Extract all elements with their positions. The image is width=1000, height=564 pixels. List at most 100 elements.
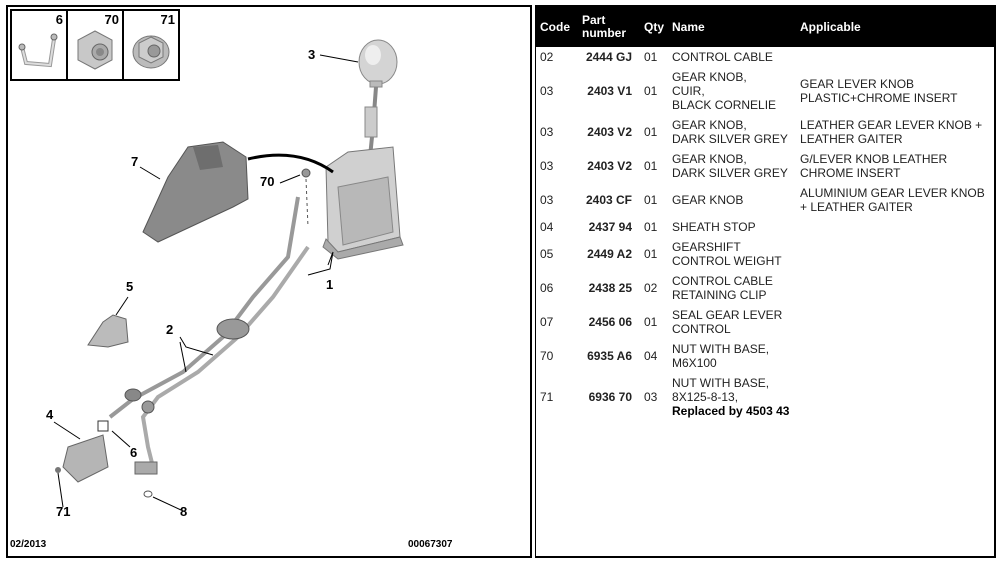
cell-qty: 01 — [644, 159, 658, 173]
header-part-number: Part number — [582, 13, 627, 40]
callout-6[interactable]: 6 — [130, 445, 138, 460]
cell-code: 71 — [540, 390, 554, 404]
name-line: DARK SILVER GREY — [672, 132, 788, 146]
thumbnail-71[interactable]: 71 — [124, 11, 178, 79]
cell-qty: 01 — [644, 220, 658, 234]
name-line: RETAINING CLIP — [672, 288, 767, 302]
name-line: DARK SILVER GREY — [672, 166, 788, 180]
table-row[interactable]: 71 6936 70 03 NUT WITH BASE,8X125-8-13,Repl… — [536, 373, 994, 421]
cell-part-number: 2437 94 — [588, 220, 632, 234]
name-line: CUIR, — [672, 84, 705, 98]
cell-qty: 01 — [644, 50, 658, 64]
cell-applicable — [796, 217, 994, 237]
callout-1[interactable]: 1 — [326, 277, 334, 292]
gear-lever-seal-part[interactable] — [142, 141, 249, 243]
name-line: GEAR KNOB, — [672, 70, 747, 84]
cell-applicable: ALUMINIUM GEAR LEVER KNOB + LEATHER GAIT… — [800, 186, 985, 214]
cell-code: 06 — [540, 281, 554, 295]
cell-code: 03 — [540, 125, 554, 139]
callout-71[interactable]: 71 — [56, 504, 71, 519]
callout-2[interactable]: 2 — [166, 322, 174, 337]
clip-icon — [18, 33, 58, 68]
cell-code: 07 — [540, 315, 554, 329]
replaced-by-note: Replaced by 4503 43 — [672, 404, 790, 418]
cell-name: GEAR KNOB — [668, 183, 796, 217]
cell-code: 03 — [540, 193, 554, 207]
cell-part-number: 2438 25 — [588, 281, 632, 295]
cell-code: 03 — [540, 159, 554, 173]
cell-applicable: GEAR LEVER KNOB PLASTIC+CHROME INSERT — [800, 77, 958, 105]
cell-applicable: G/LEVER KNOB LEATHER CHROME INSERT — [800, 152, 948, 180]
thumbnail-number: 71 — [160, 12, 175, 27]
name-line: NUT WITH BASE, — [672, 376, 770, 390]
name-line: CONTROL WEIGHT — [672, 254, 782, 268]
cell-part-number: 2449 A2 — [587, 247, 632, 261]
cell-applicable — [796, 339, 994, 373]
name-line: 8X125-8-13, — [672, 390, 739, 404]
thumbnail-70[interactable]: 70 — [68, 11, 124, 79]
cell-applicable — [796, 47, 994, 67]
name-line: GEAR KNOB, — [672, 152, 747, 166]
cell-part-number: 2444 GJ — [585, 50, 632, 64]
cell-applicable — [796, 237, 994, 271]
cell-applicable — [796, 373, 994, 421]
nut-icon — [77, 30, 113, 70]
table-row[interactable]: 03 2403 V2 01 GEAR KNOB,DARK SILVER GREY G/L… — [536, 149, 994, 183]
cell-name: SHEATH STOP — [668, 217, 796, 237]
cell-applicable — [796, 305, 994, 339]
table-header-row: Code Part number Qty Name Applicable — [536, 7, 994, 47]
cell-qty: 01 — [644, 125, 658, 139]
callout-8[interactable]: 8 — [180, 504, 188, 519]
cell-name: GEAR KNOB,DARK SILVER GREY — [668, 115, 796, 149]
callout-4[interactable]: 4 — [46, 407, 54, 422]
name-line: SEAL GEAR LEVER — [672, 308, 783, 322]
gear-lever-housing[interactable] — [322, 146, 404, 260]
cell-part-number: 2403 V1 — [587, 84, 632, 98]
diagram-reference: 00067307 — [408, 539, 453, 550]
header-code: Code — [540, 19, 570, 34]
gearshift-control-weight-part[interactable] — [87, 314, 129, 348]
cell-qty: 01 — [644, 193, 658, 207]
name-line: BLACK CORNELIE — [672, 98, 777, 112]
gear-knob-part[interactable] — [358, 39, 398, 88]
callout-5[interactable]: 5 — [126, 279, 134, 294]
cell-part-number: 2403 V2 — [587, 125, 632, 139]
cable-end-part[interactable] — [134, 461, 158, 498]
cell-code: 03 — [540, 84, 554, 98]
header-name: Name — [672, 19, 705, 34]
cell-part-number: 2403 V2 — [587, 159, 632, 173]
name-line: GEARSHIFT — [672, 240, 741, 254]
cell-qty: 03 — [644, 390, 658, 404]
cell-part-number: 6936 70 — [588, 390, 632, 404]
header-qty: Qty — [644, 19, 665, 34]
cell-code: 05 — [540, 247, 554, 261]
callout-7[interactable]: 7 — [131, 154, 139, 169]
cell-applicable: LEATHER GEAR LEVER KNOB + LEATHER GAITER — [800, 118, 983, 146]
callout-70[interactable]: 70 — [260, 174, 275, 189]
cell-code: 70 — [540, 349, 554, 363]
sheath-stop-part[interactable] — [62, 420, 109, 483]
cell-qty: 01 — [644, 315, 658, 329]
diagram-date: 02/2013 — [10, 539, 47, 550]
cell-part-number: 2403 CF — [585, 193, 632, 207]
cell-part-number: 2456 06 — [588, 315, 632, 329]
control-cables-part[interactable] — [108, 196, 310, 468]
thumbnail-6[interactable]: 6 — [12, 11, 68, 79]
callout-3[interactable]: 3 — [308, 47, 316, 62]
cell-name: CONTROL CABLE — [668, 47, 796, 67]
cell-qty: 01 — [644, 247, 658, 261]
cell-name: NUT WITH BASE,8X125-8-13,Replaced by 450… — [668, 373, 796, 421]
cell-applicable — [796, 271, 994, 305]
name-line: SHEATH STOP — [672, 220, 756, 234]
